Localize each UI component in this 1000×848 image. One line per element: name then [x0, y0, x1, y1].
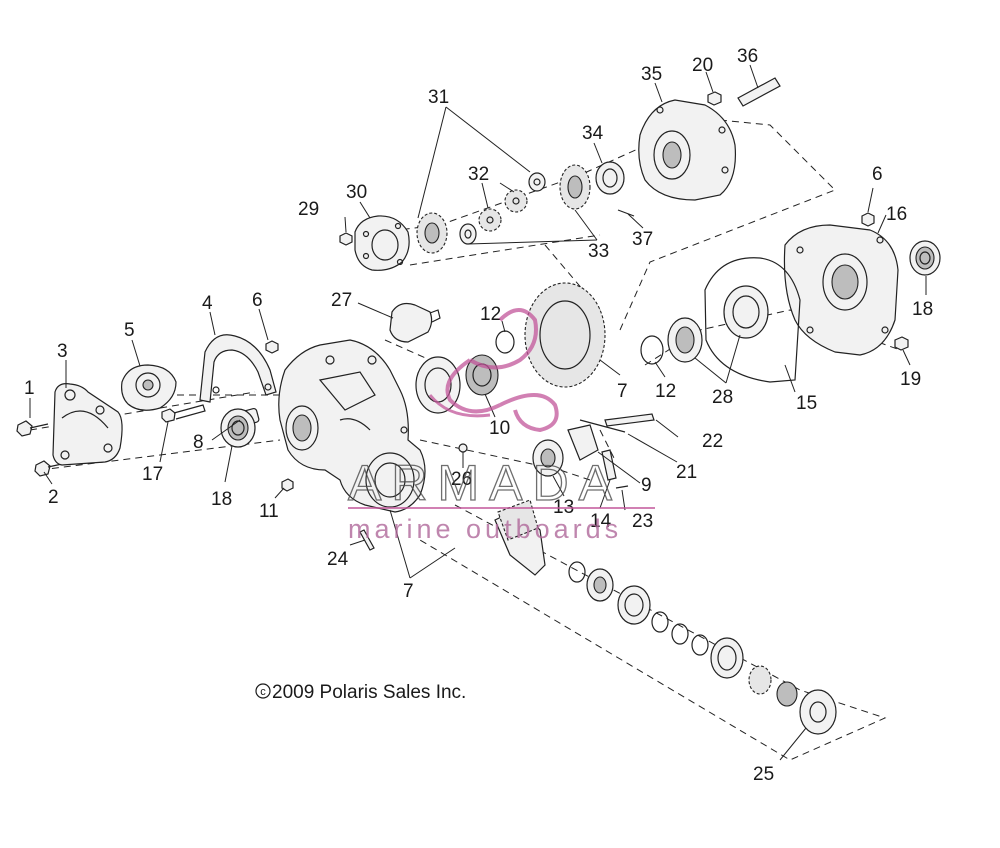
- callout-34: 34: [582, 123, 604, 144]
- callout-labels: 1 2 3 4 5 6 6 7 7 8 9 10 11 12 12 13 14 …: [24, 46, 933, 785]
- callout-14: 14: [590, 511, 612, 532]
- part-31-washer-right: [528, 172, 546, 192]
- callout-6-right: 6: [872, 164, 883, 185]
- callout-2: 2: [48, 487, 59, 508]
- callout-5: 5: [124, 320, 135, 341]
- callout-7-ring-gear: 7: [617, 381, 628, 402]
- callout-33: 33: [588, 241, 609, 262]
- callout-12-right: 12: [655, 381, 676, 402]
- part-6-nut-left: [265, 340, 279, 354]
- part-pinion-shaft: [494, 499, 546, 576]
- callout-25: 25: [753, 764, 774, 785]
- part-18-seal-right: [909, 240, 941, 276]
- part-7-ring-gear: [524, 282, 606, 388]
- part-16-side-cover: [783, 224, 899, 356]
- part-7-housing: [278, 339, 426, 513]
- part-25-washer: [799, 689, 837, 735]
- part-32-pinion-gear-b: [504, 189, 528, 213]
- part-31-side-gear: [416, 212, 448, 254]
- callout-35: 35: [641, 64, 662, 85]
- copyright-symbol: c: [260, 686, 266, 698]
- part-28-bearing: [667, 285, 769, 363]
- part-26-pin: [458, 443, 468, 453]
- callout-8: 8: [193, 432, 204, 453]
- callout-27: 27: [331, 290, 352, 311]
- callout-26: 26: [451, 469, 472, 490]
- part-1-bolt: [16, 420, 49, 437]
- watermark: ARMADA marine outboards: [347, 308, 655, 544]
- part-9-shift-fork: [567, 424, 599, 461]
- part-6-nut-right: [861, 212, 875, 227]
- part-37-pin: [617, 209, 635, 217]
- part-32-pinion-gear-a: [478, 208, 502, 232]
- callout-19: 19: [900, 369, 921, 390]
- part-18-seal-left: [220, 408, 256, 448]
- callout-17: 17: [142, 464, 163, 485]
- part-36-shaft: [737, 77, 781, 107]
- part-33-side-gear: [559, 164, 591, 210]
- callout-32: 32: [468, 164, 489, 185]
- part-29-bolt: [339, 232, 353, 246]
- leader-lines: [29, 64, 927, 761]
- part-17-bolt: [161, 404, 206, 423]
- part-13-coupler: [532, 439, 564, 477]
- callout-21: 21: [676, 462, 697, 483]
- callout-23: 23: [632, 511, 653, 532]
- callout-4: 4: [202, 293, 213, 314]
- assembly-guide-lines: [29, 119, 901, 761]
- copyright: c 2009 Polaris Sales Inc.: [255, 682, 466, 703]
- callout-9: 9: [641, 475, 652, 496]
- callout-24: 24: [327, 549, 349, 570]
- callout-18-left: 18: [211, 489, 232, 510]
- part-20-bolt: [707, 91, 722, 106]
- callout-16: 16: [886, 204, 907, 225]
- part-12-shim-right: [640, 335, 664, 365]
- callout-29: 29: [298, 199, 319, 220]
- part-35-carrier: [638, 99, 737, 201]
- watermark-logo-mark: [428, 308, 559, 433]
- callout-18-right: 18: [912, 299, 933, 320]
- callout-15: 15: [796, 393, 817, 414]
- callout-11: 11: [259, 501, 279, 522]
- copyright-circle: [255, 683, 271, 699]
- callout-30: 30: [346, 182, 367, 203]
- callout-1: 1: [24, 378, 35, 399]
- part-27-sensor: [389, 302, 441, 343]
- watermark-brand: ARMADA: [348, 455, 622, 511]
- callout-6-left: 6: [252, 290, 263, 311]
- part-24-pin: [359, 529, 375, 551]
- callout-22: 22: [702, 431, 723, 452]
- part-34-washer: [595, 161, 625, 195]
- watermark-tagline: marine outboards: [348, 514, 622, 544]
- part-19-bolt: [894, 336, 909, 351]
- part-12-shim-left: [495, 330, 515, 354]
- callout-37: 37: [632, 229, 653, 250]
- part-5-cover: [121, 364, 177, 411]
- callout-12-left: 12: [480, 304, 501, 325]
- part-pinion-bearing-stack: [568, 561, 798, 707]
- callout-28: 28: [712, 387, 733, 408]
- callout-7-housing: 7: [403, 581, 414, 602]
- callout-3: 3: [57, 341, 68, 362]
- part-4-bracket: [199, 334, 277, 403]
- callout-31: 31: [428, 87, 449, 108]
- callout-10: 10: [489, 418, 510, 439]
- part-30-flange: [354, 215, 410, 271]
- callout-20: 20: [692, 55, 713, 76]
- part-21-shift-shaft: [579, 419, 626, 433]
- callout-36: 36: [737, 46, 758, 67]
- copyright-text: 2009 Polaris Sales Inc.: [272, 682, 466, 703]
- part-23-pin: [615, 485, 629, 489]
- part-3-bracket: [52, 383, 123, 466]
- part-15-gasket: [704, 257, 801, 383]
- part-11-bolt: [281, 478, 294, 492]
- part-22-shift-rod: [604, 413, 655, 427]
- part-31-washer-left: [459, 223, 477, 245]
